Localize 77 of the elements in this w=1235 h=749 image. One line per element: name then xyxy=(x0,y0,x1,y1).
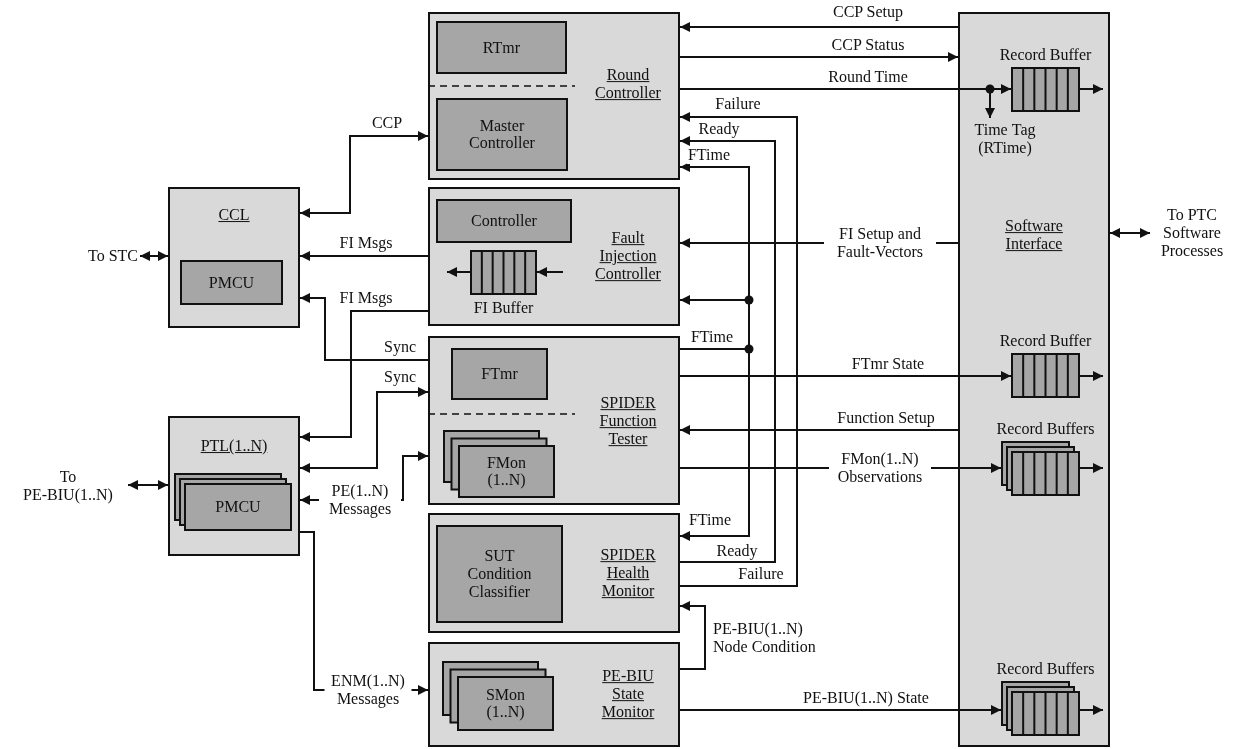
module-box xyxy=(428,642,680,747)
module-title: CCL xyxy=(218,206,250,224)
edge-label: Sync xyxy=(383,338,417,356)
component-label: FMon (1..N) xyxy=(485,453,528,490)
module-title: Software Interface xyxy=(1004,217,1064,253)
arrow xyxy=(536,267,564,277)
module-title: SPIDER Health Monitor xyxy=(599,546,657,600)
edge-label: ENM(1..N) Messages xyxy=(324,672,412,708)
component-stack xyxy=(442,661,554,731)
arrow xyxy=(679,601,706,670)
component-stack xyxy=(174,473,292,531)
module-title: Round Controller xyxy=(594,66,662,102)
buffer-label: Record Buffer xyxy=(999,332,1092,350)
buffer-label: Record Buffers xyxy=(996,660,1095,678)
module-box xyxy=(168,416,300,556)
edge-label: PE-BIU(1..N) State xyxy=(802,689,930,707)
module-box xyxy=(168,187,300,328)
module-title: PTL(1..N) xyxy=(200,437,268,455)
edge-label: CCP Setup xyxy=(831,3,905,21)
component-label: Master Controller xyxy=(468,116,536,153)
component-box xyxy=(436,525,563,623)
component-box xyxy=(436,21,567,74)
arrow xyxy=(299,251,429,261)
arrow xyxy=(446,267,471,277)
edge-label: Ready xyxy=(697,120,741,138)
arrow xyxy=(679,112,798,587)
arrow xyxy=(1079,84,1104,94)
arrow xyxy=(1079,463,1104,473)
edge-label: FTime xyxy=(686,146,732,164)
terminal-label: To PTC Software Processes xyxy=(1146,206,1235,260)
module-title: SPIDER Function Tester xyxy=(598,394,658,448)
component-box xyxy=(436,199,572,243)
module-box xyxy=(428,513,680,633)
arrow xyxy=(679,136,776,563)
buffer-label: Record Buffers xyxy=(996,420,1095,438)
buffer-label: FI Buffer xyxy=(473,299,534,317)
terminal-label: Time Tag (RTime) xyxy=(961,121,1049,157)
arrow xyxy=(679,22,959,32)
terminal-label: To PE-BIU(1..N) xyxy=(18,468,118,504)
module-box xyxy=(428,12,680,180)
arrow xyxy=(679,371,1012,381)
module-box xyxy=(428,187,680,326)
module-title: PE-BIU State Monitor xyxy=(600,667,656,721)
buffer-label: Record Buffer xyxy=(999,46,1092,64)
edge-label: PE(1..N) Messages xyxy=(319,482,401,518)
component-stack xyxy=(443,430,555,498)
arrow xyxy=(679,705,1002,715)
module-box xyxy=(958,12,1110,747)
edge-label: Function Setup xyxy=(836,409,936,427)
component-box xyxy=(451,348,548,400)
arrow xyxy=(299,310,429,442)
arrow xyxy=(679,52,959,62)
arrow xyxy=(1079,705,1104,715)
arrow xyxy=(127,480,169,490)
component-label: Controller xyxy=(471,212,537,230)
arrow xyxy=(299,131,429,218)
module-title: Fault Injection Controller xyxy=(594,229,662,283)
arrow xyxy=(1109,228,1151,238)
arrow xyxy=(299,387,429,473)
component-box xyxy=(180,260,283,305)
component-label: SUT Condition Classifier xyxy=(466,547,533,601)
edge-label: FI Msgs xyxy=(338,289,394,307)
component-label: PMCU xyxy=(215,498,261,516)
edge-label: FI Msgs xyxy=(338,234,394,252)
component-box xyxy=(436,98,568,171)
component-label: PMCU xyxy=(208,273,255,292)
module-box xyxy=(428,336,680,505)
arrow xyxy=(1079,371,1104,381)
component-label: SMon (1..N) xyxy=(484,685,527,722)
arrow xyxy=(299,293,429,361)
arrow xyxy=(679,425,959,435)
component-label: FTmr xyxy=(481,365,518,383)
arrow xyxy=(139,251,169,261)
signal-label: Ready xyxy=(715,542,759,560)
edge-label: Sync xyxy=(383,368,417,386)
terminal-label: To STC xyxy=(88,247,138,265)
component-label: RTmr xyxy=(482,38,521,57)
